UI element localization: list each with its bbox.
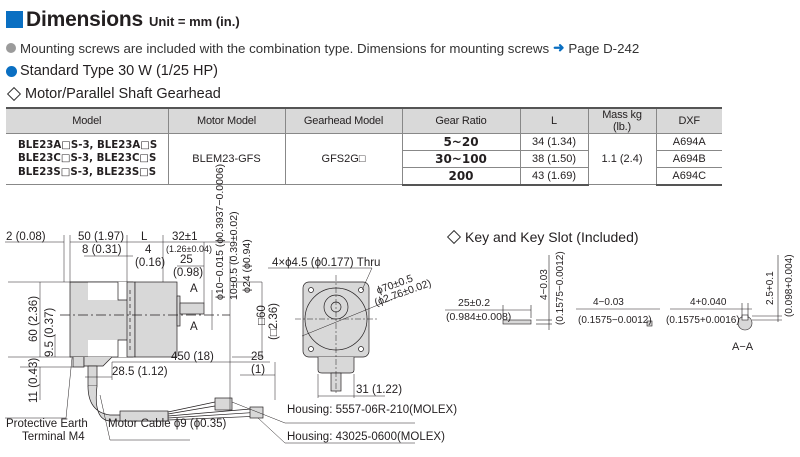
key-length-in: (0.984±0.008) bbox=[446, 311, 511, 323]
model-line: BLE23C□S-3, BLE23C□S bbox=[18, 153, 157, 165]
side-view bbox=[60, 281, 264, 422]
key-width-in: (0.1575−0.0012) bbox=[578, 315, 652, 326]
l-cell: 43 (1.69) bbox=[519, 167, 589, 186]
key-height-in: (0.1575−0.0012) bbox=[555, 251, 566, 325]
spec-table: Model Motor Model Gearhead Model Gear Ra… bbox=[6, 107, 722, 186]
motor-model-cell: BLEM23-GFS bbox=[167, 133, 286, 185]
section-heading: Motor/Parallel Shaft Gearhead bbox=[6, 86, 221, 102]
key-section-heading-text: Key and Key Slot (Included) bbox=[465, 229, 639, 245]
dim-25-cable-in: (1) bbox=[251, 364, 265, 376]
output-shaft bbox=[179, 302, 205, 315]
mounting-note: Mounting screws are included with the co… bbox=[6, 40, 639, 56]
key-section bbox=[646, 320, 653, 327]
dim-60: 60 (2.36) bbox=[28, 296, 40, 342]
dim-10: 10±0.5 (0.39±0.02) bbox=[228, 211, 240, 300]
dim-8: 8 (0.31) bbox=[82, 244, 122, 256]
model-cell: BLE23A□S-3, BLE23A□S BLE23C□S-3, BLE23C□… bbox=[6, 133, 169, 185]
dim-L: L bbox=[141, 231, 148, 243]
col-header-motor-model: Motor Model bbox=[167, 107, 286, 134]
section-heading-text: Motor/Parallel Shaft Gearhead bbox=[25, 86, 221, 102]
model-line: BLE23S□S-3, BLE23S□S bbox=[18, 166, 157, 178]
connector-2 bbox=[249, 406, 264, 419]
dim-11: 11 (0.43) bbox=[28, 358, 40, 403]
dim-28-5: 28.5 (1.12) bbox=[112, 366, 168, 378]
table-header-row: Model Motor Model Gearhead Model Gear Ra… bbox=[6, 107, 722, 134]
gear-ratio-cell: 30~100 bbox=[402, 150, 521, 168]
subheading-text: Standard Type 30 W (1/25 HP) bbox=[20, 63, 219, 79]
mount-hole bbox=[358, 346, 364, 352]
dim-2: 2 (0.08) bbox=[6, 231, 46, 243]
dim-25: 25 bbox=[180, 254, 193, 266]
pe-terminal-label: Protective Earth bbox=[6, 418, 88, 430]
dxf-link[interactable]: A694C bbox=[655, 167, 722, 186]
section-mark-a-bottom: A bbox=[190, 321, 198, 333]
title-text: Dimensions bbox=[26, 8, 144, 31]
dim-25-in: (0.98) bbox=[173, 267, 203, 279]
col-header-mass: Mass kg (lb.) bbox=[587, 107, 657, 134]
pe-terminal-label-2: Terminal M4 bbox=[22, 431, 85, 443]
blue-bullet-icon bbox=[6, 65, 17, 77]
key-width: 4−0.03 bbox=[593, 297, 624, 308]
housing-label-1: Housing: 5557-06R-210(MOLEX) bbox=[287, 404, 457, 416]
dim-25-cable: 25 bbox=[251, 351, 264, 363]
key-height: 4−0.03 bbox=[539, 269, 550, 300]
gear-ratio-cell: 5~20 bbox=[401, 133, 521, 151]
key-length: 25±0.2 bbox=[458, 297, 490, 309]
section-mark-a-top: A bbox=[190, 283, 198, 295]
dim-31: 31 (1.22) bbox=[356, 384, 402, 396]
mount-hole bbox=[358, 287, 364, 293]
motor-cable-label: Motor Cable ϕ9 (ϕ0.35) bbox=[108, 418, 227, 430]
col-header-gearhead-model: Gearhead Model bbox=[284, 107, 403, 134]
mount-hole bbox=[308, 287, 314, 293]
slot-depth-in: (0.098+0.004) bbox=[784, 254, 795, 317]
dim-450: 450 (18) bbox=[171, 351, 214, 363]
key-body bbox=[502, 319, 532, 325]
col-header-gear-ratio: Gear Ratio bbox=[401, 107, 521, 134]
dim-24: ϕ24 (ϕ0.94) bbox=[241, 239, 253, 293]
table-row: 30~100 38 (1.50) A694B bbox=[6, 150, 722, 168]
gear-ratio-cell: 200 bbox=[402, 167, 521, 186]
slot-depth: 2.5+0.1 bbox=[765, 271, 776, 305]
front-view bbox=[268, 267, 401, 398]
dim-holes: 4×ϕ4.5 (ϕ0.177) Thru bbox=[272, 257, 380, 269]
bullet-dot-icon bbox=[6, 43, 16, 53]
arrow-right-icon: ➜ bbox=[553, 40, 565, 55]
connector-1 bbox=[214, 397, 233, 411]
slot-width: 4+0.040 bbox=[690, 297, 727, 308]
dim-sq236: (□2.36) bbox=[268, 303, 280, 340]
key-section-heading: Key and Key Slot (Included) bbox=[446, 229, 639, 245]
table-row: BLE23A□S-3, BLE23A□S BLE23C□S-3, BLE23C□… bbox=[6, 133, 722, 185]
unit-label: Unit = mm (in.) bbox=[149, 14, 240, 29]
dim-9-5: 9.5 (0.37) bbox=[44, 308, 56, 357]
mount-hole bbox=[308, 346, 314, 352]
note-text: Mounting screws are included with the co… bbox=[20, 40, 550, 56]
housing-label-2: Housing: 43025-0600(MOLEX) bbox=[287, 431, 445, 443]
dim-32: 32±1 bbox=[172, 231, 198, 243]
dim-32-in: (1.26±0.04) bbox=[166, 244, 212, 254]
slot-width-in: (0.1575+0.0016) bbox=[666, 315, 740, 326]
section-aa-label: A−A bbox=[732, 341, 754, 353]
flange bbox=[126, 281, 136, 358]
model-line: BLE23A□S-3, BLE23A□S bbox=[18, 139, 158, 151]
page-title: Dimensions Unit = mm (in.) bbox=[6, 8, 240, 32]
page-reference-link[interactable]: Page D-242 bbox=[568, 40, 640, 56]
dim-sq60: □60 bbox=[256, 305, 268, 325]
title-square-icon bbox=[6, 11, 23, 28]
subheading: Standard Type 30 W (1/25 HP) bbox=[6, 63, 218, 79]
dim-shaft-dia: ϕ10−0.015 (ϕ0.3937−0.0006) bbox=[214, 164, 226, 300]
table-row: 200 43 (1.69) A694C bbox=[6, 167, 722, 186]
gearhead-body bbox=[134, 281, 178, 358]
mass-cell: 1.1 (2.4) bbox=[587, 133, 657, 185]
gearhead-model-cell: GFS2G□ bbox=[284, 133, 403, 185]
key-drawings bbox=[445, 255, 782, 331]
dim-50: 50 (1.97) bbox=[78, 231, 124, 243]
dim-4: 4 bbox=[145, 244, 152, 256]
dim-4-in: (0.16) bbox=[135, 257, 165, 269]
